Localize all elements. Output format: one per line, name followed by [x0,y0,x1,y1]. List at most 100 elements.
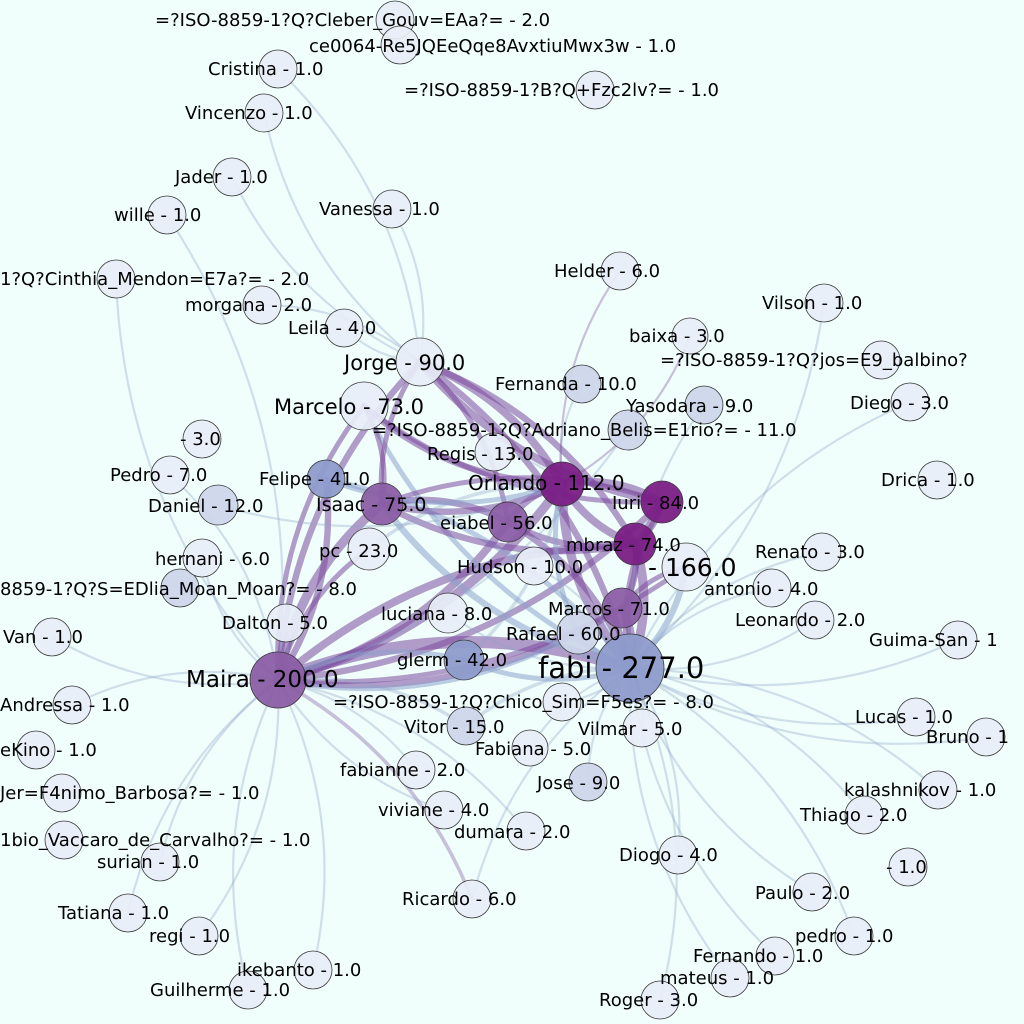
node-label-vilmar: Vilmar - 5.0 [578,719,682,740]
node-dumara[interactable] [506,811,546,851]
node-felipe[interactable] [306,459,346,499]
node-pedro7[interactable] [150,455,190,495]
node-label-isaac: Isaac - 75.0 [316,494,426,516]
node-label-diogo: Diogo - 4.0 [619,845,718,866]
edge-felipe-orlando [323,476,565,506]
node-leonardo[interactable] [795,600,835,640]
node-marcos[interactable] [601,587,643,629]
node-label-fernanda: Fernanda - 10.0 [495,374,637,395]
node-thiago[interactable] [844,795,884,835]
node-fernando[interactable] [755,936,795,976]
node-helder[interactable] [600,251,640,291]
node-label-glerm: glerm - 42.0 [397,650,507,671]
node-andressa[interactable] [52,685,92,725]
node-maira[interactable] [249,651,307,709]
node-cinthia[interactable] [96,259,136,299]
node-rafael[interactable] [556,611,600,655]
node-vaccaro[interactable] [44,820,84,860]
node-label-cristina: Cristina - 1.0 [208,59,323,80]
node-regi[interactable] [179,916,219,956]
node-label-vanessa: Vanessa - 1.0 [319,199,440,220]
node-ikebanto[interactable] [293,950,333,990]
node-roger[interactable] [640,980,680,1020]
node-label-chico: =?ISO-8859-1?Q?Chico_Sim=F5es?= - 8.0 [333,692,714,713]
node-bruno[interactable] [966,717,1006,757]
node-pedro1[interactable] [834,916,874,956]
node-fabiana[interactable] [511,729,549,767]
node-hudson[interactable] [514,546,554,586]
node-drica[interactable] [917,460,957,500]
node-label-cleber: =?ISO-8859-1?Q?Cleber_Gouv=EAa?= - 2.0 [155,10,550,31]
node-jorge[interactable] [395,337,445,387]
node-vilson[interactable] [804,283,844,323]
node-viviane[interactable] [424,790,464,830]
node-balbino[interactable] [861,340,901,380]
node-label-dumara: dumara - 2.0 [454,822,570,843]
node-wille[interactable] [147,195,187,235]
node-n166[interactable] [661,542,711,592]
node-fernanda[interactable] [562,364,602,404]
node-chico[interactable] [542,682,582,722]
node-label-cinthia: 1?Q?Cinthia_Mendon=E7a?= - 2.0 [0,269,309,290]
node-bq[interactable] [575,70,615,110]
node-label-viviane: viviane - 4.0 [378,800,489,821]
node-label-marcelo: Marcelo - 73.0 [274,395,424,419]
node-van[interactable] [32,617,72,657]
node-tatiana[interactable] [108,893,148,933]
node-cristina[interactable] [258,49,298,89]
node-vilmar[interactable] [622,708,662,748]
node-vincenzo[interactable] [244,93,284,133]
node-jose[interactable] [568,762,608,802]
node-diogo[interactable] [658,835,698,875]
node-isaac[interactable] [360,482,404,526]
node-vanessa[interactable] [372,189,412,229]
node-moan[interactable] [160,568,200,608]
node-ricardo[interactable] [452,879,492,919]
node-eiabel[interactable] [487,501,529,543]
node-baixa[interactable] [671,317,709,355]
node-antonio[interactable] [752,568,792,608]
node-orlando[interactable] [539,461,585,507]
node-label-bq: =?ISO-8859-1?B?Q+Fzc2lv?= - 1.0 [404,80,719,101]
node-label-helder: Helder - 6.0 [554,261,660,282]
node-hernani[interactable] [182,538,222,578]
node-label-tatiana: Tatiana - 1.0 [57,903,169,924]
node-paulo[interactable] [792,872,832,912]
node-jader[interactable] [212,157,252,197]
node-ekino[interactable] [16,730,56,770]
node-kalashnikov[interactable] [918,770,958,810]
node-dalton[interactable] [266,603,306,643]
node-daniel[interactable] [197,484,239,526]
node-diego[interactable] [890,382,930,422]
node-jer[interactable] [42,773,82,813]
node-vitor[interactable] [446,706,486,746]
node-marcelo[interactable] [339,381,389,431]
node-glerm[interactable] [443,639,485,681]
node-ce0064[interactable] [380,25,420,65]
node-adriano[interactable] [607,409,649,451]
node-label-vaccaro: 1bio_Vaccaro_de_Carvalho?= - 1.0 [0,830,310,851]
node-morgana[interactable] [242,285,282,325]
node-fabi[interactable] [595,633,665,703]
node-leila[interactable] [324,308,364,348]
node-yasodara[interactable] [684,385,724,425]
node-n3[interactable] [182,419,222,459]
node-pc[interactable] [347,527,391,571]
node-renato[interactable] [802,532,842,572]
node-fabianne[interactable] [396,750,436,790]
edge-paulo-fabi [628,666,814,894]
node-n1[interactable] [888,847,928,887]
node-surian[interactable] [140,842,180,882]
node-label-bruno: Bruno - 1 [926,727,1009,748]
node-mbraz[interactable] [613,522,657,566]
node-label-rafael: Rafael - 60.0 [506,624,621,645]
node-label-hernani: hernani - 6.0 [155,549,270,570]
node-luciana[interactable] [427,592,469,634]
node-regis[interactable] [474,432,514,472]
node-guilherme[interactable] [228,970,268,1010]
node-guimasan[interactable] [938,620,978,660]
node-iuri[interactable] [640,480,684,524]
node-mateus[interactable] [710,958,750,998]
node-label-luciana: luciana - 8.0 [381,604,492,625]
node-lucas[interactable] [896,697,936,737]
